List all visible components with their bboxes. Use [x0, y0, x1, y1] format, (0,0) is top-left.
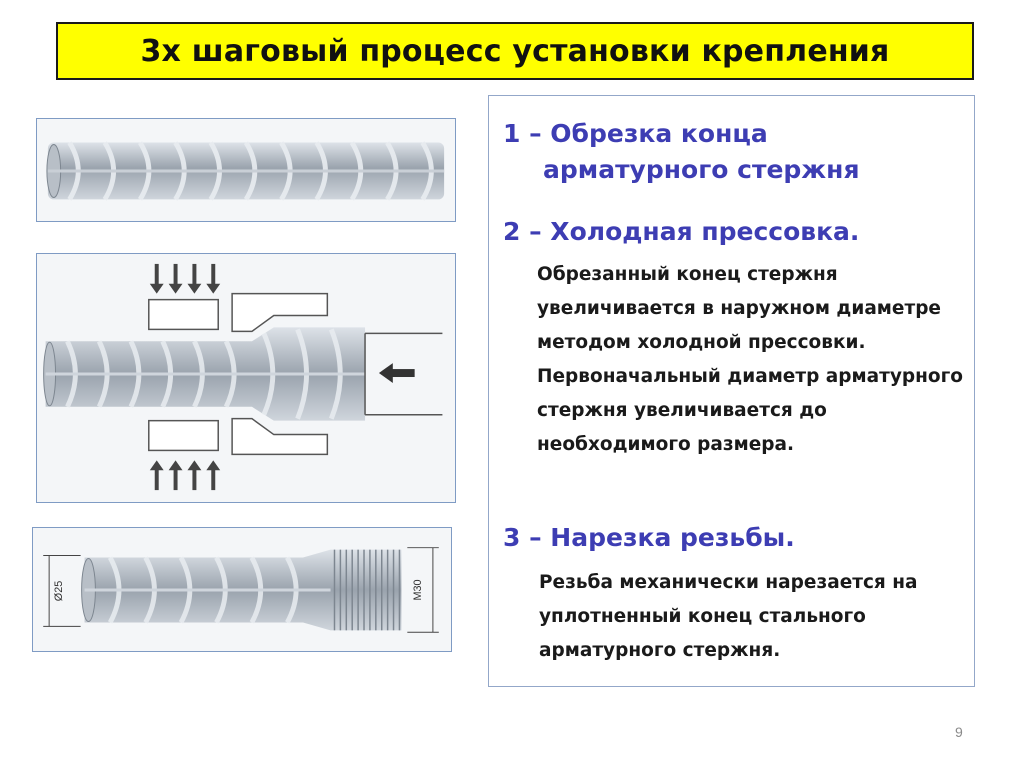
slide-title: 3х шаговый процесс установки крепления [140, 33, 890, 69]
thread-diagram: Ø25 M30 [43, 547, 439, 633]
left-arrow-icon [378, 363, 415, 383]
thread-lines [333, 549, 401, 631]
figure-cut-rebar [36, 118, 456, 222]
thread-size-label: M30 [412, 579, 424, 600]
step-2-heading: 2 – Холодная прессовка. [503, 217, 860, 246]
step-1-heading-line2: арматурного стержня [543, 155, 860, 184]
figure-threading: Ø25 M30 [32, 527, 452, 652]
diameter-label: Ø25 [53, 581, 65, 601]
step-3-heading: 3 – Нарезка резьбы. [503, 523, 795, 552]
slide-title-box: 3х шаговый процесс установки крепления [56, 22, 974, 80]
steps-panel: 1 – Обрезка конца арматурного стержня 2 … [488, 95, 975, 687]
step-1-heading: 1 – Обрезка конца арматурного стержня [503, 116, 860, 188]
down-arrows-icon [149, 263, 221, 294]
page-number: 9 [955, 724, 963, 740]
step-3-description: Резьба механически нарезается на уплотне… [539, 572, 918, 661]
rebar-image [46, 141, 445, 201]
press-diagram [43, 263, 443, 491]
step-2-description: Обрезанный конец стержня увеличивается в… [537, 264, 963, 455]
up-arrows-icon [149, 460, 221, 491]
figure-cold-pressing [36, 253, 456, 503]
step-1-heading-line1: 1 – Обрезка конца [503, 119, 768, 148]
